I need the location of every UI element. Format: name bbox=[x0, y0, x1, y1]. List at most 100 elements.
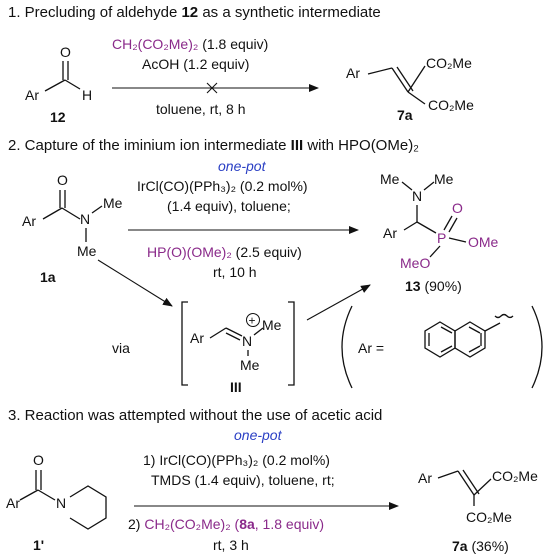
atom-ar: Ar bbox=[383, 225, 397, 241]
atom-n: N bbox=[412, 188, 422, 204]
bond bbox=[457, 470, 475, 496]
iminium-intermediate-iii: Ar N + Me Me III bbox=[181, 301, 295, 395]
product-13-structure: Me N Me Ar P O OMe MeO 13 (90%) bbox=[380, 171, 499, 294]
atom-ar: Ar bbox=[6, 495, 20, 511]
compound-label-1a: 1a bbox=[40, 269, 56, 285]
ester-group: CO₂Me bbox=[492, 468, 538, 484]
atom-o: O bbox=[60, 44, 71, 60]
bond bbox=[429, 245, 441, 258]
compound-label-12: 12 bbox=[50, 109, 66, 125]
ar-equals: Ar = bbox=[358, 340, 384, 356]
bond bbox=[253, 327, 264, 336]
ester-group: CO₂Me bbox=[466, 509, 512, 525]
compound-label-iii: III bbox=[230, 379, 242, 395]
section-3-heading: 3. Reaction was attempted without the us… bbox=[8, 407, 382, 424]
aryl-definition: Ar = bbox=[341, 305, 543, 389]
methoxy: OMe bbox=[468, 234, 499, 250]
methyl: Me bbox=[103, 195, 123, 211]
methyl: Me bbox=[380, 171, 400, 187]
methyl: Me bbox=[240, 357, 260, 373]
bond bbox=[37, 489, 56, 501]
bond bbox=[209, 327, 227, 339]
methoxy: MeO bbox=[400, 255, 430, 271]
bond bbox=[407, 91, 426, 105]
section-1: 1. Precluding of aldehyde 12 as a synthe… bbox=[8, 4, 474, 125]
aldehyde-12-structure: O Ar H 12 bbox=[25, 44, 92, 125]
paren-right bbox=[531, 305, 543, 389]
bond bbox=[401, 181, 413, 191]
arrow-to-product bbox=[306, 284, 371, 321]
section-2-heading: 2. Capture of the iminium ion intermedia… bbox=[8, 137, 419, 154]
bond bbox=[416, 221, 437, 234]
bond bbox=[448, 217, 458, 233]
atom-n: N bbox=[56, 495, 66, 511]
bond bbox=[396, 66, 414, 92]
bond bbox=[61, 207, 81, 220]
atom-o: O bbox=[57, 172, 68, 188]
bond bbox=[42, 207, 63, 220]
bond bbox=[403, 221, 418, 231]
bond bbox=[64, 79, 81, 90]
bond bbox=[462, 469, 480, 495]
reagent-malonate: CH₂(CO₂Me)₂ (1.8 equiv) bbox=[112, 36, 268, 52]
atom-ar: Ar bbox=[346, 65, 360, 81]
piperidine-ring bbox=[69, 485, 107, 530]
atom-ar: Ar bbox=[190, 330, 204, 346]
blocked-cross bbox=[206, 82, 218, 94]
section-3: 3. Reaction was attempted without the us… bbox=[6, 407, 538, 554]
bond bbox=[391, 67, 409, 93]
attachment-wavy bbox=[494, 313, 514, 319]
bond bbox=[225, 332, 241, 341]
ester-group: CO₂Me bbox=[426, 55, 472, 71]
bond bbox=[437, 470, 459, 479]
product-7a-structure: Ar CO₂Me CO₂Me 7a bbox=[346, 55, 474, 123]
atom-ar: Ar bbox=[22, 213, 36, 229]
atom-n: N bbox=[242, 333, 252, 349]
amide-1a-structure: O Ar N Me Me 1a bbox=[22, 172, 123, 285]
arrow-to-intermediate bbox=[97, 259, 173, 307]
bond bbox=[473, 478, 492, 496]
product-13-label: 13 (90%) bbox=[405, 278, 462, 294]
atom-ar: Ar bbox=[418, 470, 432, 486]
bond bbox=[19, 489, 39, 501]
section-2: 2. Capture of the iminium ion intermedia… bbox=[8, 137, 543, 395]
bracket-left bbox=[181, 301, 188, 386]
product-7a-structure: Ar CO₂Me CO₂Me 7a (36%) bbox=[418, 468, 538, 554]
reagent-acoh: AcOH (1.2 equiv) bbox=[142, 56, 249, 72]
naphthyl-icon bbox=[424, 313, 514, 358]
bracket-right bbox=[288, 301, 295, 386]
piperidine-amide-structure: O Ar N 1' bbox=[6, 452, 107, 553]
product-7a-label: 7a (36%) bbox=[452, 538, 509, 554]
conditions-3: rt, 3 h bbox=[213, 537, 249, 553]
section-1-heading: 1. Precluding of aldehyde 12 as a synthe… bbox=[8, 4, 381, 21]
bond bbox=[44, 79, 66, 92]
bond bbox=[367, 67, 393, 75]
one-pot-label: one-pot bbox=[218, 158, 267, 174]
one-pot-label: one-pot bbox=[234, 427, 283, 443]
conditions-2: rt, 10 h bbox=[213, 264, 257, 280]
compound-label-7a: 7a bbox=[397, 107, 413, 123]
bond bbox=[91, 205, 103, 214]
atom-h: H bbox=[82, 87, 92, 103]
positive-charge-icon bbox=[246, 313, 260, 327]
atom-o: O bbox=[33, 452, 44, 468]
atom-n: N bbox=[80, 211, 90, 227]
ester-group: CO₂Me bbox=[428, 97, 474, 113]
reagent-phosphite: HP(O)(OMe)₂ (2.5 equiv) bbox=[147, 244, 302, 260]
conditions-1: toluene, rt, 8 h bbox=[156, 101, 246, 117]
methyl: Me bbox=[262, 317, 282, 333]
bond bbox=[423, 181, 435, 191]
bond bbox=[448, 237, 467, 243]
bond bbox=[225, 327, 243, 337]
reagent-tmds: (1.4 equiv), toluene; bbox=[167, 198, 291, 214]
reagent-iridium: IrCl(CO)(PPh₃)₂ (0.2 mol%) bbox=[137, 178, 308, 194]
via-label: via bbox=[112, 340, 130, 356]
methyl: Me bbox=[77, 243, 97, 259]
atom-o: O bbox=[452, 200, 463, 216]
reagent-iridium: 1) IrCl(CO)(PPh₃)₂ (0.2 mol%) bbox=[143, 452, 330, 468]
compound-label-1prime: 1' bbox=[33, 537, 44, 553]
paren-left bbox=[341, 305, 353, 389]
bond bbox=[407, 65, 426, 93]
methyl: Me bbox=[434, 171, 454, 187]
